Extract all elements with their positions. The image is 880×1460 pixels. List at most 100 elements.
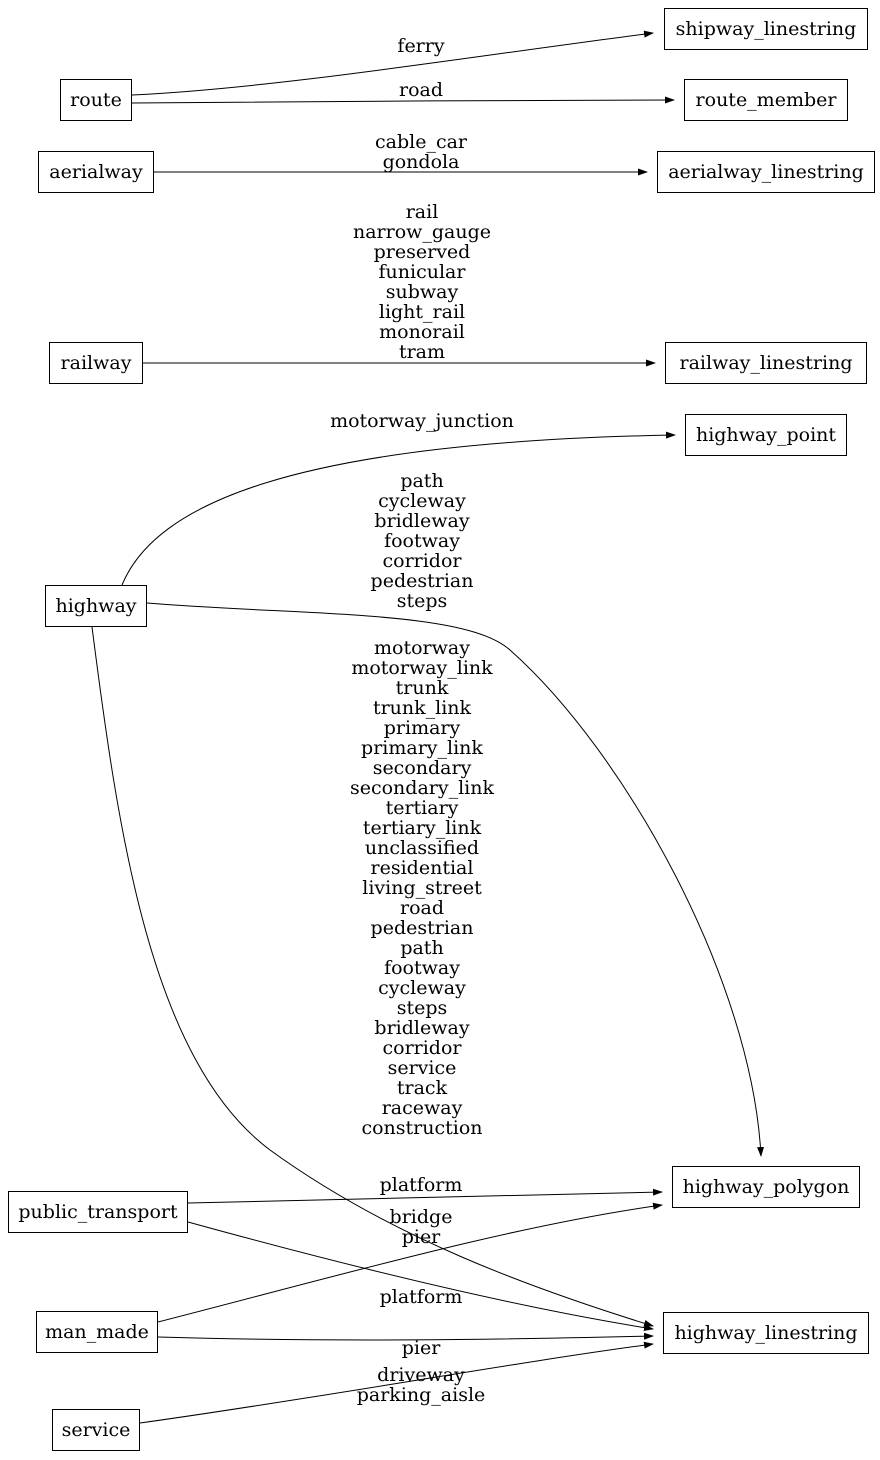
edge-label-line: living_street [362, 877, 482, 899]
node-label: railway [60, 352, 132, 374]
node-highway_point: highway_point [685, 414, 847, 456]
node-man_made: man_made [36, 1311, 158, 1353]
edge-label-line: service [387, 1057, 457, 1079]
edge-label-public_transport-to-highway_linestring: platform [380, 1287, 463, 1307]
node-label: highway_point [695, 424, 837, 446]
edge-label-line: cycleway [378, 490, 466, 512]
node-label: route_member [695, 89, 837, 111]
edge-label-line: parking_aisle [356, 1384, 486, 1406]
edge-label-line: road [398, 79, 444, 101]
edge-label-line: corridor [382, 1037, 462, 1059]
node-aerialway: aerialway [38, 151, 154, 193]
edge-route-to-route_member [131, 96, 675, 104]
edge-label-line: primary [383, 717, 461, 739]
edge-label-line: bridleway [374, 510, 470, 532]
edge-label-line: raceway [381, 1097, 463, 1119]
edge-highway-to-highway_point [121, 431, 676, 586]
edge-label-line: narrow_gauge [352, 221, 492, 243]
node-highway: highway [45, 585, 147, 627]
edge-label-line: track [396, 1077, 448, 1099]
node-route: route [60, 79, 132, 121]
edge-label-line: light_rail [378, 301, 466, 323]
node-label: man_made [45, 1321, 149, 1343]
edge-label-line: gondola [382, 151, 460, 173]
edge-label-line: road [399, 897, 444, 919]
edge-label-line: tram [398, 341, 446, 363]
edge-label-line: monorail [379, 321, 465, 343]
node-railway_linestring: railway_linestring [665, 342, 867, 384]
edge-label-line: path [400, 937, 444, 959]
edge-label-highway-to-highway_point: motorway_junction [330, 411, 514, 431]
edge-label-line: pier [401, 1226, 441, 1248]
edge-label-line: platform [379, 1174, 463, 1196]
edge-man_made-to-highway_linestring [157, 1332, 654, 1341]
edge-label-line: motorway_junction [330, 410, 514, 432]
node-shipway_linestring: shipway_linestring [664, 8, 868, 50]
node-highway_linestring: highway_linestring [663, 1312, 869, 1354]
edge-label-line: subway [385, 281, 459, 303]
edge-label-line: bridge [389, 1206, 453, 1228]
node-label: aerialway [49, 161, 143, 183]
node-route_member: route_member [684, 79, 848, 121]
edge-label-line: motorway [374, 637, 470, 659]
edge-public_transport-to-highway_polygon [187, 1188, 663, 1204]
node-label: highway_polygon [682, 1176, 850, 1198]
node-aerialway_linestring: aerialway_linestring [657, 151, 875, 193]
node-service: service [52, 1409, 140, 1451]
edge-label-route-to-route_member: road [399, 80, 443, 100]
edge-label-line: funicular [378, 261, 466, 283]
edge-label-line: corridor [382, 550, 462, 572]
node-label: shipway_linestring [675, 18, 857, 40]
node-label: highway_linestring [674, 1322, 858, 1344]
edge-label-line: primary_link [361, 737, 483, 759]
edge-label-man_made-to-highway_linestring: pier [402, 1338, 441, 1358]
edge-label-line: motorway_link [351, 657, 493, 679]
node-label: public_transport [18, 1201, 178, 1223]
edge-label-line: secondary [372, 757, 472, 779]
edge-service-to-highway_linestring [139, 1341, 654, 1424]
node-railway: railway [49, 342, 143, 384]
edge-label-line: pedestrian [370, 570, 474, 592]
edge-label-line: tertiary_link [362, 817, 482, 839]
edge-label-route-to-shipway_linestring: ferry [397, 36, 444, 56]
edge-route-to-shipway_linestring [131, 30, 654, 96]
edge-label-line: pedestrian [370, 917, 474, 939]
edge-highway-to-highway_polygon [146, 602, 765, 1157]
node-public_transport: public_transport [8, 1191, 188, 1233]
edge-label-line: footway [384, 530, 460, 552]
edge-label-line: construction [361, 1117, 483, 1139]
node-label: aerialway_linestring [668, 161, 864, 183]
edge-label-line: path [400, 470, 444, 492]
edge-label-line: residential [370, 857, 474, 879]
edge-label-line: preserved [373, 241, 471, 263]
edge-label-line: pier [401, 1337, 441, 1359]
edge-label-line: secondary_link [349, 777, 495, 799]
edge-label-line: tertiary [385, 797, 459, 819]
edge-label-line: rail [405, 201, 439, 223]
edge-label-line: footway [384, 957, 460, 979]
edge-label-line: unclassified [364, 837, 480, 859]
edge-man_made-to-highway_polygon [157, 1202, 663, 1323]
edge-label-line: trunk_link [372, 697, 472, 719]
edge-label-line: trunk [395, 677, 449, 699]
node-label: railway_linestring [679, 352, 853, 374]
node-label: highway [55, 595, 137, 617]
edge-label-line: cycleway [378, 977, 466, 999]
edge-label-line: steps [396, 997, 448, 1019]
edge-label-line: bridleway [374, 1017, 470, 1039]
edge-label-line: steps [396, 590, 448, 612]
edge-label-line: platform [379, 1286, 463, 1308]
edge-label-line: ferry [397, 35, 445, 57]
node-label: service [61, 1419, 131, 1441]
node-label: route [70, 89, 122, 111]
edge-label-line: cable_car [374, 131, 468, 153]
edge-public_transport-to-highway_linestring [187, 1221, 654, 1332]
